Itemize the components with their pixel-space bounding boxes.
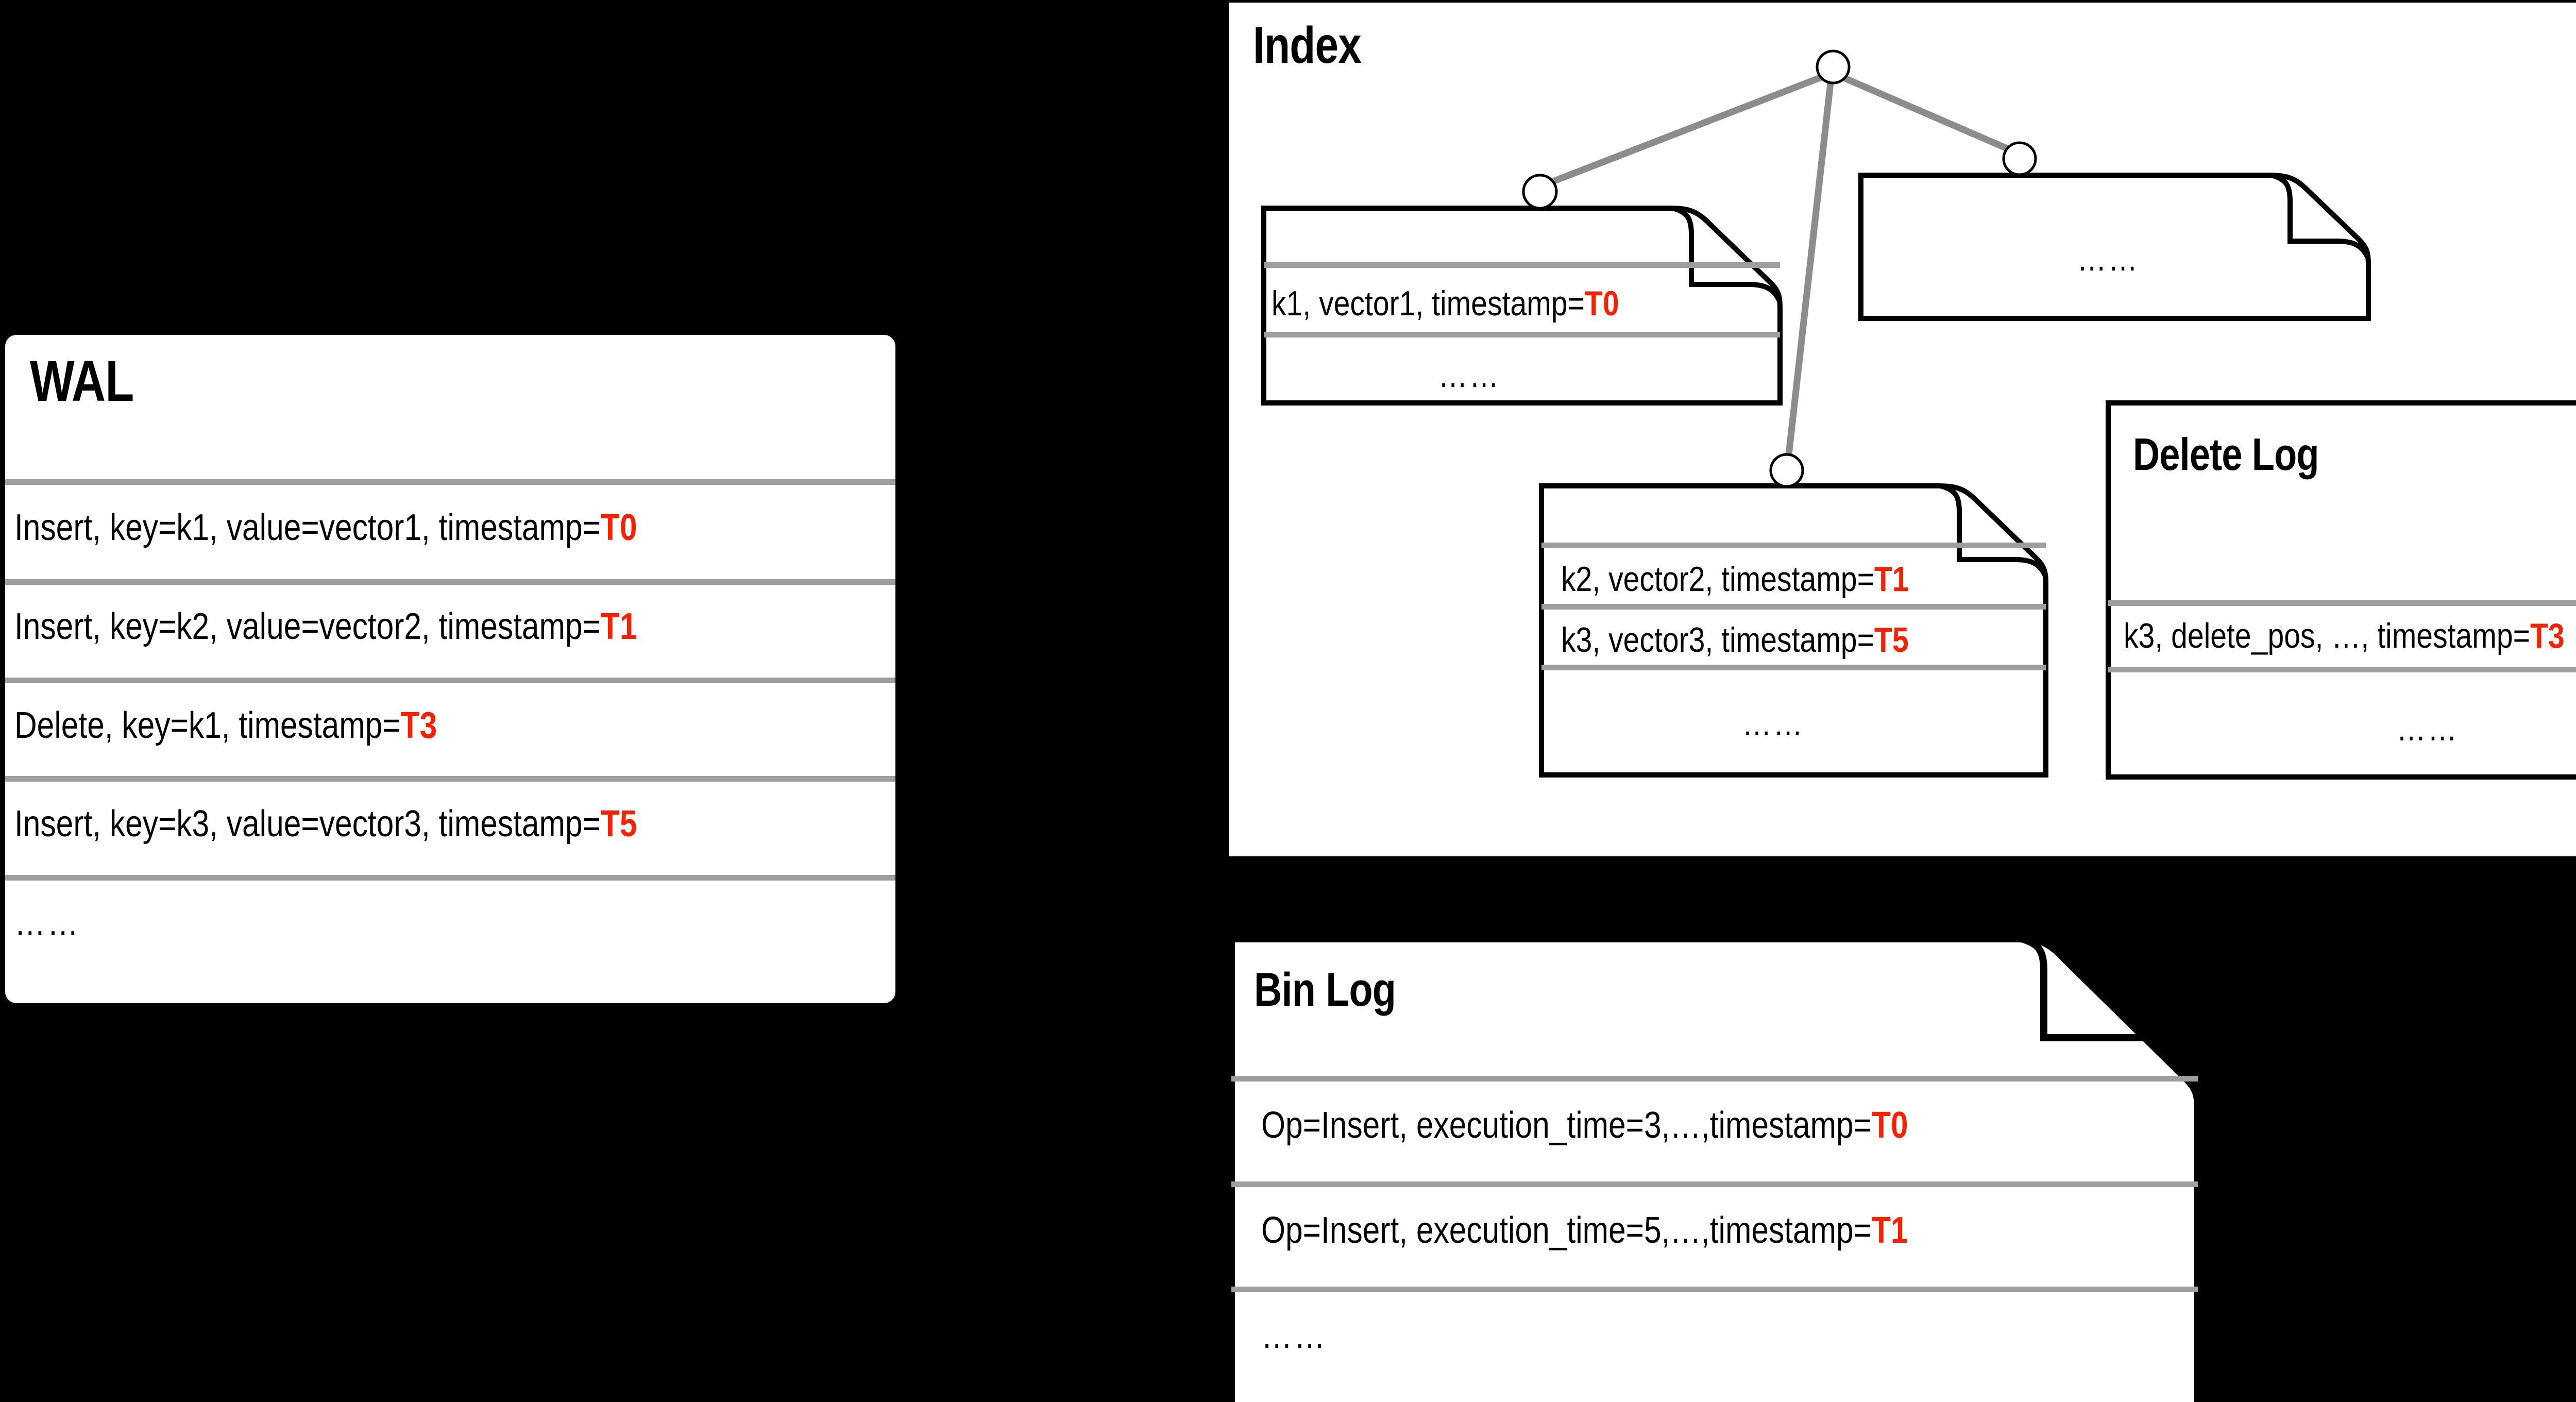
- wal-panel: [5, 335, 895, 1003]
- bin-log-separator: [1231, 1181, 2198, 1187]
- index-leaf-k2-row: k3, vector3, timestamp=T5: [1561, 622, 1909, 657]
- wal-title: WAL: [30, 349, 134, 413]
- wal-row-timestamp: T0: [600, 507, 637, 548]
- wal-separator: [5, 479, 895, 485]
- bin-log-row: ……: [1261, 1317, 1327, 1354]
- delete-log-separator: [2108, 600, 2576, 606]
- delete-log-title: Delete Log: [2133, 429, 2319, 480]
- wal-separator: [5, 776, 895, 782]
- bin-log-title: Bin Log: [1254, 964, 1396, 1016]
- page-fold: [2020, 935, 2201, 1062]
- index-leaf-k1-ellipsis: ……: [1438, 356, 1501, 395]
- index-title: Index: [1253, 16, 1362, 74]
- wal-row: Insert, key=k3, value=vector3, timestamp…: [14, 805, 637, 842]
- index-leaf-dots-ellipsis: ……: [2077, 239, 2140, 278]
- row-timestamp: T0: [1871, 1105, 1908, 1146]
- wal-row-timestamp: T1: [600, 606, 637, 647]
- index-leaf-k2-separator: [1541, 543, 2046, 548]
- wal-row-text: Insert, key=k1, value=vector1, timestamp…: [14, 507, 601, 548]
- wal-row-text: ……: [14, 902, 80, 943]
- index-leaf-k2-ellipsis: ……: [1742, 704, 1805, 743]
- row-timestamp: T1: [1871, 1210, 1908, 1251]
- index-leaf-k1-separator: [1264, 262, 1780, 268]
- row-timestamp: T0: [1584, 284, 1619, 323]
- row-text: k3, delete_pos, …, timestamp=: [2124, 616, 2530, 655]
- row-text: k3, vector3, timestamp=: [1561, 620, 1874, 660]
- index-leaf-k2-row: k2, vector2, timestamp=T1: [1561, 562, 1909, 597]
- row-text: ……: [1261, 1315, 1327, 1356]
- row-timestamp: T1: [1874, 560, 1909, 599]
- wal-separator: [5, 579, 895, 585]
- row-text: k1, vector1, timestamp=: [1272, 284, 1585, 323]
- index-leaf-k1-row: k1, vector1, timestamp=T0: [1272, 286, 1619, 321]
- index-leaf-k2-separator: [1541, 665, 2046, 670]
- bin-log-separator: [1231, 1287, 2198, 1292]
- wal-row-timestamp: T5: [600, 803, 637, 844]
- index-leaf-k1-separator: [1264, 332, 1780, 337]
- wal-row: Delete, key=k1, timestamp=T3: [14, 707, 437, 744]
- index-leaf-k2-separator: [1541, 604, 2046, 610]
- wal-row-text: Insert, key=k2, value=vector2, timestamp…: [14, 606, 601, 647]
- wal-row: Insert, key=k2, value=vector2, timestamp…: [14, 608, 637, 645]
- row-timestamp: T3: [2530, 616, 2565, 655]
- wal-row: Insert, key=k1, value=vector1, timestamp…: [14, 509, 637, 546]
- delete-log-ellipsis: ……: [2396, 709, 2459, 748]
- delete-log-separator: [2108, 667, 2576, 672]
- bin-log-separator: [1231, 1076, 2198, 1082]
- delete-log-row: k3, delete_pos, …, timestamp=T3: [2124, 618, 2565, 653]
- wal-row-text: Delete, key=k1, timestamp=: [14, 705, 401, 746]
- wal-row-text: Insert, key=k3, value=vector3, timestamp…: [14, 803, 601, 844]
- bin-log-row: Op=Insert, execution_time=3,…,timestamp=…: [1261, 1107, 1908, 1144]
- wal-row: ……: [14, 904, 80, 941]
- row-text: Op=Insert, execution_time=3,…,timestamp=: [1261, 1105, 1872, 1146]
- wal-separator: [5, 875, 895, 881]
- index-panel: [1229, 3, 2576, 856]
- row-text: Op=Insert, execution_time=5,…,timestamp=: [1261, 1210, 1872, 1251]
- row-timestamp: T5: [1874, 620, 1909, 660]
- wal-row-timestamp: T3: [400, 705, 437, 746]
- wal-separator: [5, 678, 895, 683]
- bin-log-row: Op=Insert, execution_time=5,…,timestamp=…: [1261, 1212, 1908, 1249]
- row-text: k2, vector2, timestamp=: [1561, 560, 1874, 599]
